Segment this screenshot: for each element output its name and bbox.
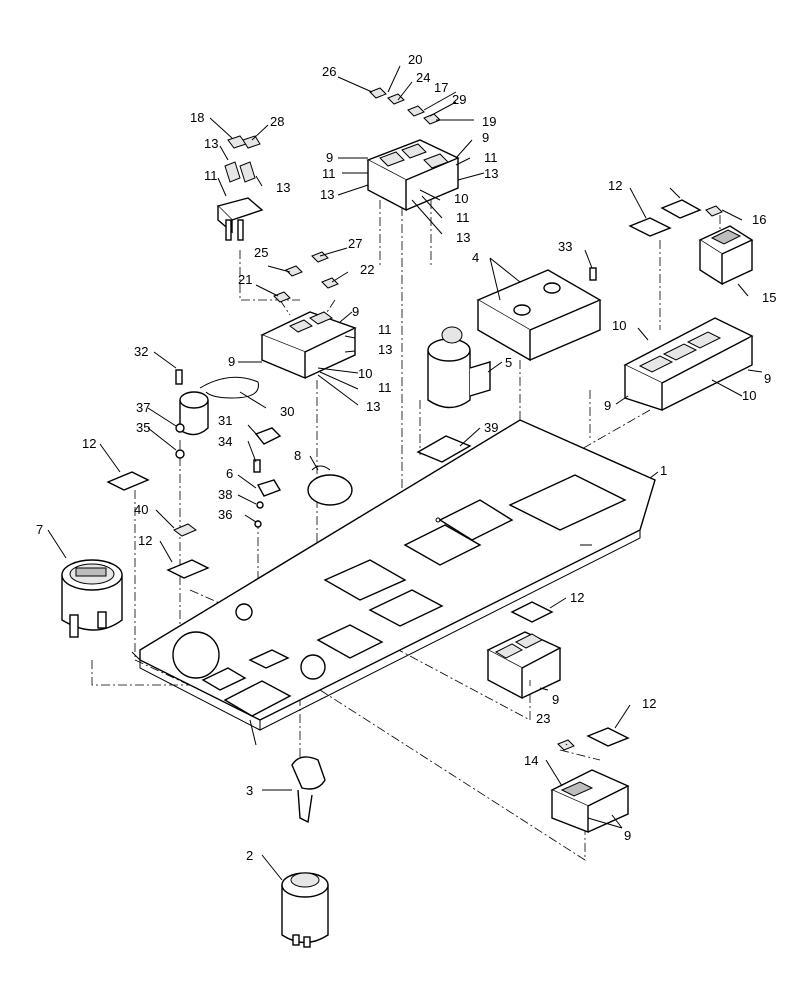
callout-17: 17 [434,80,448,95]
callout-8: 8 [294,448,301,463]
callout-11: 11 [484,150,498,165]
callout-39: 39 [484,420,498,435]
callout-24: 24 [416,70,430,85]
callout-32: 32 [134,344,148,359]
callout-3: 3 [246,783,253,798]
callout-12: 12 [642,696,656,711]
callout-26: 26 [322,64,336,79]
callout-37: 37 [136,400,150,415]
callout-20: 20 [408,52,422,67]
dash-panel [131,419,656,746]
callout-9: 9 [552,692,559,707]
callout-13: 13 [378,342,392,357]
callout-10: 10 [454,191,468,206]
plug-with-strap [175,369,259,459]
callout-labels: 1 2 3 4 5 6 7 8 9 9 9 9 9 9 9 9 10 10 10… [36,52,776,863]
callout-29: 29 [452,92,466,107]
cap [307,465,353,506]
callout-11: 11 [378,322,392,337]
callout-13: 13 [204,136,218,151]
callout-1: 1 [660,463,667,478]
callout-21: 21 [238,272,252,287]
callout-9: 9 [604,398,611,413]
right-switch-panel [623,199,754,411]
leader-lines [47,65,763,881]
plate [416,435,472,463]
callout-9: 9 [228,354,235,369]
upper-left-switch [216,135,264,241]
callout-14: 14 [524,753,538,768]
callout-19: 19 [482,114,496,129]
callout-10: 10 [742,388,756,403]
callout-13: 13 [276,180,290,195]
bottom-right-switch [550,727,630,834]
callout-2: 2 [246,848,253,863]
callout-12: 12 [570,590,584,605]
top-center-switch-block [366,87,460,212]
callout-12: 12 [608,178,622,193]
gauge [61,559,123,638]
callout-9: 9 [326,150,333,165]
fuse-box [476,267,602,362]
callout-10: 10 [612,318,626,333]
callout-16: 16 [752,212,766,227]
key [291,756,326,824]
callout-34: 34 [218,434,232,449]
callout-4: 4 [472,250,479,265]
callout-33: 33 [558,239,572,254]
callout-36: 36 [218,507,232,522]
callout-9: 9 [482,130,489,145]
callout-13: 13 [366,399,380,414]
mid-left-switch-block [260,251,357,380]
callout-9: 9 [352,304,359,319]
callout-12: 12 [82,436,96,451]
callout-31: 31 [218,413,232,428]
callout-15: 15 [762,290,776,305]
left-pads [106,471,210,579]
callout-35: 35 [136,420,150,435]
callout-7: 7 [36,522,43,537]
callout-13: 13 [484,166,498,181]
callout-27: 27 [348,236,362,251]
callout-23: 23 [536,711,550,726]
solenoid [427,326,491,409]
lower-right-switch [486,601,562,700]
callout-40: 40 [134,502,148,517]
callout-5: 5 [505,355,512,370]
callout-13: 13 [320,187,334,202]
callout-9: 9 [764,371,771,386]
callout-12: 12 [138,533,152,548]
callout-10: 10 [358,366,372,381]
callout-11: 11 [378,380,392,395]
callout-38: 38 [218,487,232,502]
callout-11: 11 [456,210,470,225]
callout-11: 11 [204,168,218,183]
callout-30: 30 [280,404,294,419]
callout-11: 11 [322,166,336,181]
ignition-switch [281,872,329,948]
callout-25: 25 [254,245,268,260]
callout-13: 13 [456,230,470,245]
callout-6: 6 [226,466,233,481]
callout-9: 9 [624,828,631,843]
clip-assembly [253,427,282,528]
callout-22: 22 [360,262,374,277]
callout-18: 18 [190,110,204,125]
callout-28: 28 [270,114,284,129]
